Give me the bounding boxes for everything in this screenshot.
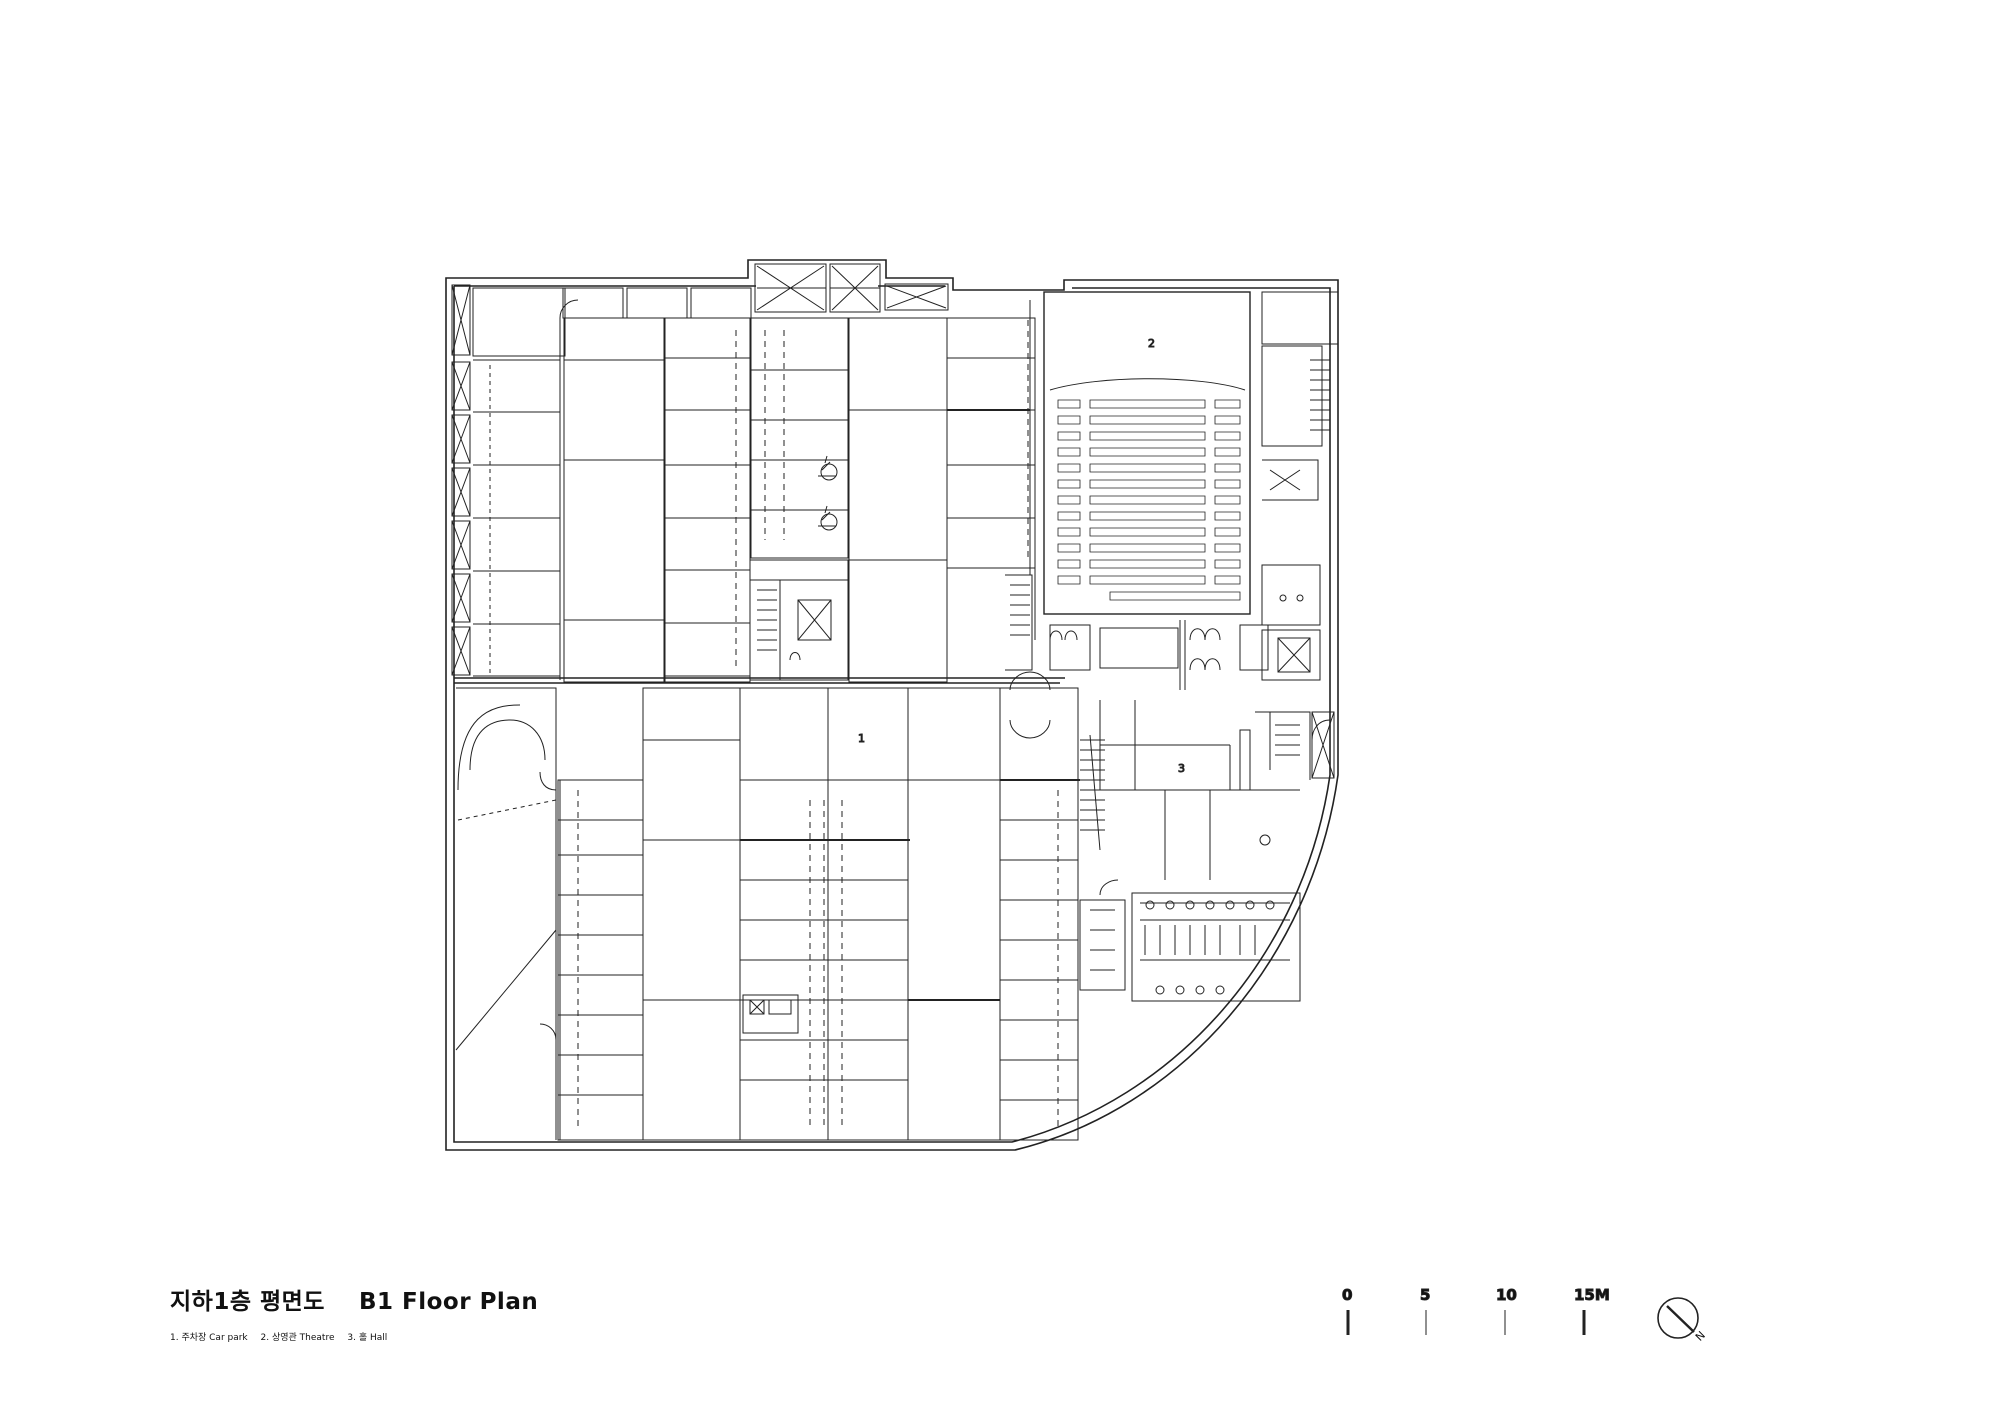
room-label-car-park: 1: [858, 732, 865, 745]
legend-item-hall: 3. 홀 Hall: [347, 1333, 388, 1343]
left-shafts: [451, 284, 471, 676]
door-swings: [539, 299, 1331, 1041]
middle-wall: [454, 677, 1065, 684]
room-legend: 1. 주차장 Car park 2. 상영관 Theatre 3. 홀 Hall: [170, 1330, 572, 1343]
room-label-theatre: 2: [1148, 337, 1155, 350]
east-core: [1255, 291, 1339, 780]
title-block: 지하1층 평면도 B1 Floor Plan 1. 주차장 Car park 2.…: [170, 1282, 572, 1343]
scale-label-15m: 15M: [1574, 1286, 1610, 1304]
room-label-hall: 3: [1178, 762, 1185, 775]
scale-label-0: 0: [1342, 1286, 1352, 1304]
north-arrow-icon: N: [1657, 1297, 1708, 1344]
car-park-south: [455, 687, 1080, 1141]
plan-title: 지하1층 평면도 B1 Floor Plan: [170, 1282, 572, 1316]
theatre-seating: [1057, 399, 1241, 601]
scale-label-5: 5: [1420, 1286, 1430, 1304]
theatre-lobby: [1049, 620, 1269, 690]
scale-label-10: 10: [1496, 1286, 1517, 1304]
top-shafts: [754, 263, 949, 313]
central-core: [749, 559, 849, 681]
plan-title-english: B1 Floor Plan: [358, 1289, 539, 1315]
theatre: [1005, 291, 1251, 671]
legend-item-theatre: 2. 상영관 Theatre: [260, 1333, 335, 1343]
north-arrow-label: N: [1693, 1329, 1708, 1344]
car-park-north: [472, 287, 1036, 683]
building-outline: [445, 259, 1339, 1151]
toilet-block: [1079, 892, 1301, 1002]
plan-title-korean: 지하1층 평면도: [170, 1289, 325, 1315]
legend-item-car-park: 1. 주차장 Car park: [170, 1333, 248, 1343]
hall: [1080, 700, 1300, 880]
scale-bar: 0 5 10 15M: [1342, 1286, 1610, 1335]
accessible-parking-icon: [818, 455, 838, 531]
